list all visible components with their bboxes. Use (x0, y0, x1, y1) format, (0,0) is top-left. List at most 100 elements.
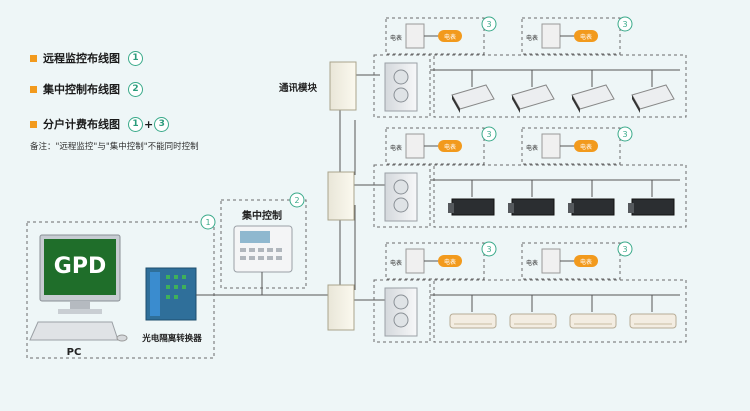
meter-zone (385, 17, 485, 55)
duct-unit-end (568, 203, 574, 213)
meter-tag-label: 电表 (444, 143, 456, 151)
outdoor-fan (393, 87, 409, 103)
outdoor-fan (393, 179, 409, 195)
meter-zone (521, 17, 621, 55)
meter-tag-label: 电表 (580, 33, 592, 41)
electric-meter (405, 248, 425, 274)
meter-tag (438, 30, 462, 42)
indoor-zone (433, 279, 687, 343)
legend-joiner: + (144, 117, 154, 131)
duct-unit (511, 198, 555, 216)
comm-module-mid (327, 171, 355, 221)
badge-1-label: 1 (205, 218, 210, 227)
wall-unit (509, 313, 557, 329)
badge-3 (617, 241, 633, 257)
legend-item-billing: 分户计费布线图 1 + 3 (30, 116, 170, 132)
pc-mouse (116, 334, 128, 342)
cassette-unit (451, 84, 495, 110)
unit-rows: 电表电表3电表电表3电表电表3电表电表3电表电表3电表电表312 (200, 16, 687, 343)
meter-label: 电表 (390, 259, 402, 267)
badge-3 (617, 126, 633, 142)
badge-3 (481, 126, 497, 142)
outdoor-fan (393, 312, 409, 328)
note-text: 备注："远程监控"与"集中控制"不能同时控制 (30, 142, 199, 152)
badge-3 (481, 16, 497, 32)
wall-unit (629, 313, 677, 329)
meter-label: 电表 (526, 144, 538, 152)
legend-marker: 3 (154, 116, 170, 132)
meter-tag-label: 电表 (444, 33, 456, 41)
outdoor-fan (393, 69, 409, 85)
meter-tag-label: 电表 (444, 258, 456, 266)
comm-module-label: 通讯模块 (279, 82, 318, 94)
meter-zone (521, 127, 621, 165)
legend-item-remote-monitor: 远程监控布线图 1 (30, 50, 143, 66)
legend-text: 分户计费布线图 (43, 118, 120, 131)
badge-3-label: 3 (622, 245, 627, 254)
legend-item-central-control: 集中控制布线图 2 (30, 81, 143, 97)
outdoor-zone (373, 164, 431, 228)
comm-module-bottom (327, 284, 355, 331)
duct-unit-end (448, 203, 454, 213)
cassette-unit-edge (512, 95, 520, 113)
outdoor-fan (393, 294, 409, 310)
photoelectric-converter (145, 267, 197, 321)
badge-3 (481, 241, 497, 257)
meter-tag (574, 140, 598, 152)
badge-3 (617, 16, 633, 32)
meter-label: 电表 (390, 144, 402, 152)
badge-3-label: 3 (486, 245, 491, 254)
legend-text: 集中控制布线图 (43, 83, 120, 96)
electric-meter (541, 133, 561, 159)
badge-3-label: 3 (622, 130, 627, 139)
cassette-unit-edge (572, 95, 580, 113)
cassette-unit-edge (452, 95, 460, 113)
duct-unit-end (628, 203, 634, 213)
legend-bullet (30, 120, 37, 128)
meter-tag (574, 30, 598, 42)
legend-text: 远程监控布线图 (43, 52, 120, 65)
badge-3-label: 3 (486, 20, 491, 29)
indoor-zone (433, 164, 687, 228)
pc-label: PC (67, 347, 82, 358)
duct-unit (631, 198, 675, 216)
legend-marker: 2 (128, 81, 143, 97)
comm-module-top (329, 61, 357, 111)
cassette-unit (511, 84, 555, 110)
electric-meter (405, 133, 425, 159)
cassette-unit-edge (632, 95, 640, 113)
wall-unit (449, 313, 497, 329)
cassette-unit (631, 84, 675, 110)
central-controller (233, 225, 293, 273)
remote-monitor-zone (26, 221, 215, 359)
badge-2-label: 2 (294, 196, 299, 205)
meter-tag (574, 255, 598, 267)
meter-tag (438, 255, 462, 267)
meter-tag (438, 140, 462, 152)
cassette-unit (571, 84, 615, 110)
duct-unit (571, 198, 615, 216)
pc-screen-logo: GPD (54, 254, 106, 279)
electric-meter (541, 248, 561, 274)
outdoor-zone (373, 279, 431, 343)
badge-3-label: 3 (622, 20, 627, 29)
badge-2 (289, 192, 305, 208)
badge-1 (200, 214, 216, 230)
outdoor-zone (373, 54, 431, 118)
meter-tag-label: 电表 (580, 143, 592, 151)
legend-marker: 1 (128, 50, 143, 66)
electric-meter (541, 23, 561, 49)
meter-label: 电表 (526, 34, 538, 42)
central-control-label: 集中控制 (241, 209, 282, 222)
meter-label: 电表 (390, 34, 402, 42)
wall-unit (569, 313, 617, 329)
meter-zone (385, 242, 485, 280)
central-control-zone (220, 199, 307, 289)
meter-zone (385, 127, 485, 165)
legend-marker: 1 (128, 116, 143, 132)
legend-bullet (30, 85, 37, 93)
pc-keyboard (29, 321, 119, 341)
legend-bullet (30, 54, 37, 62)
